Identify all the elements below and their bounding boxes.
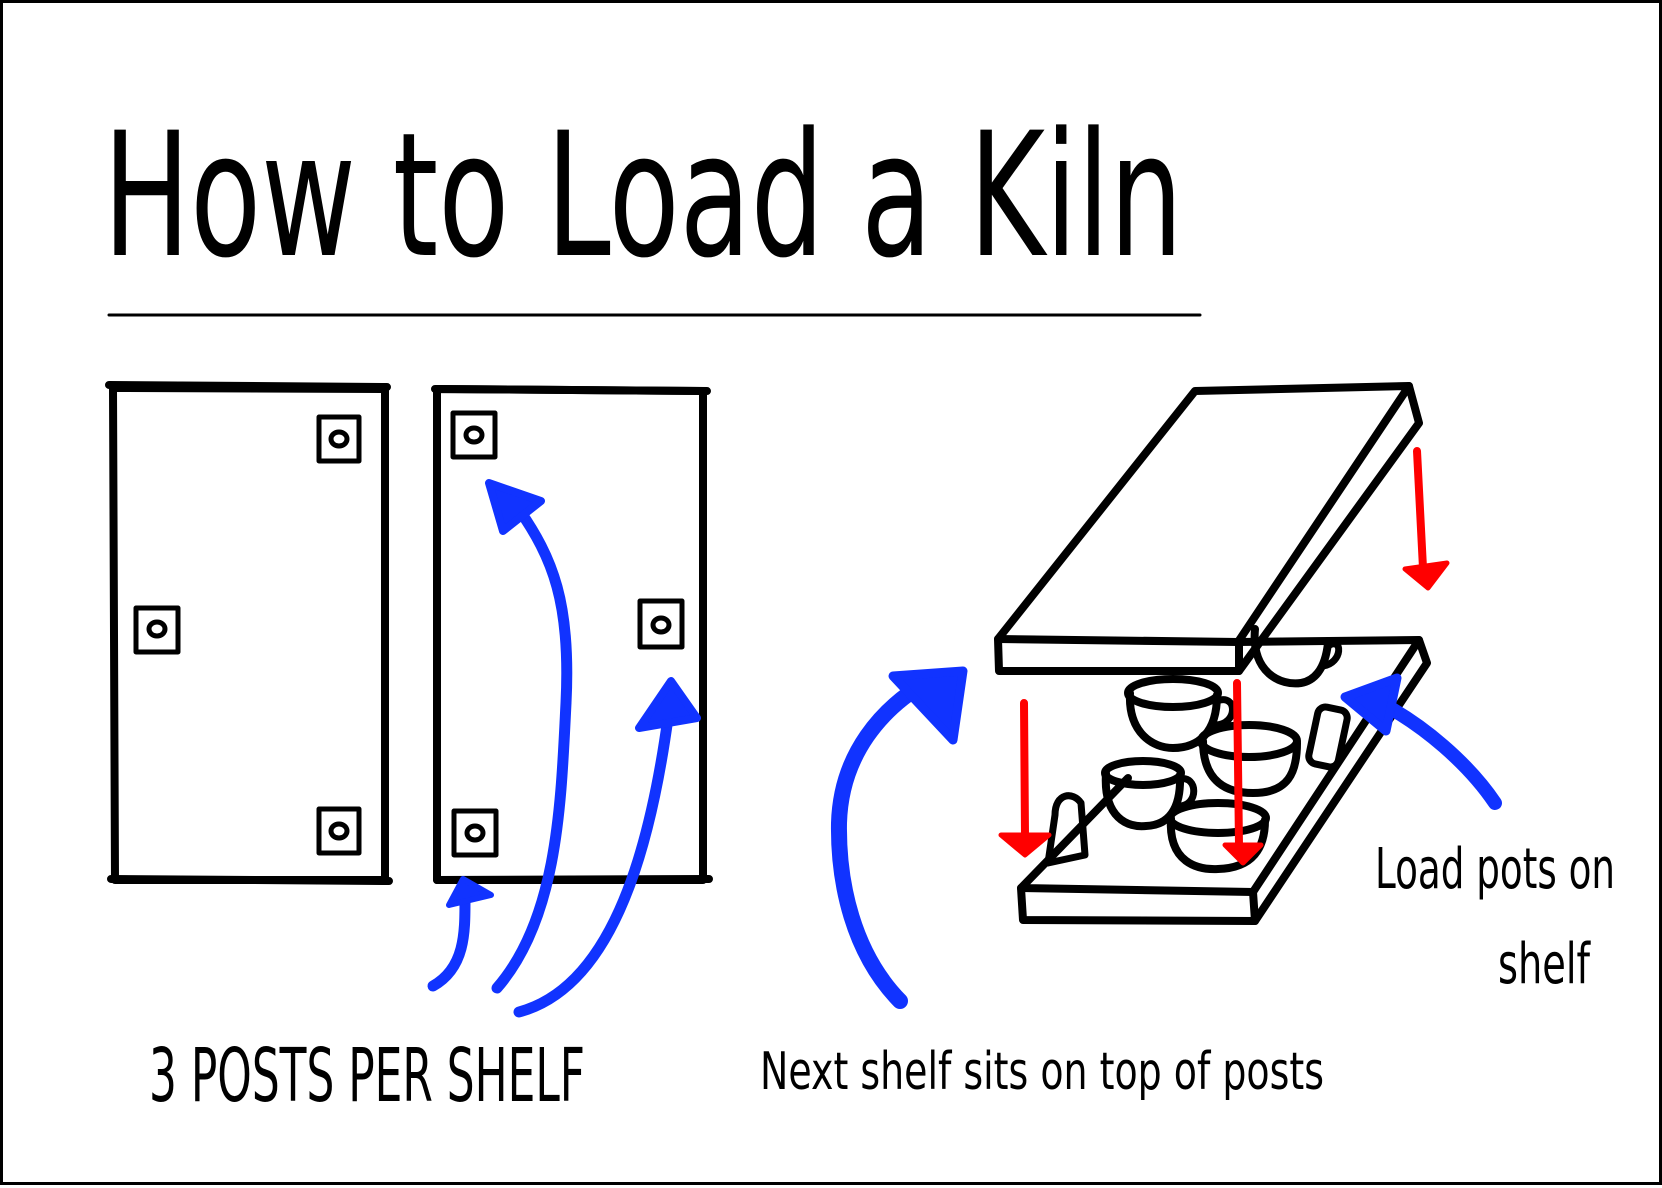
bottom-shelf-isometric — [1017, 636, 1431, 925]
pot-icon — [1124, 675, 1236, 752]
next-shelf-label: Next shelf sits on top of posts — [760, 1042, 1324, 1102]
load-pots-label-line-2: shelf — [1498, 932, 1591, 997]
kiln-post-icon — [1305, 703, 1351, 771]
posts-label: 3 POSTS PER SHELF — [149, 1033, 585, 1119]
blue-arrow — [485, 479, 573, 994]
pot-icon — [1197, 721, 1301, 797]
kiln-post-icon — [450, 410, 498, 460]
blue-arrow — [513, 677, 701, 1018]
kiln-post-icon — [1044, 792, 1089, 867]
blue-arrow — [830, 666, 968, 1009]
kiln-post-icon — [451, 808, 499, 858]
pot-icon — [1166, 799, 1270, 874]
kiln-post-icon — [637, 598, 685, 650]
red-arrow — [998, 699, 1052, 858]
kiln-diagram: .ink { stroke: #000; fill: none; stroke-… — [103, 95, 1615, 1119]
load-pots-label-line-1: Load pots on — [1375, 837, 1615, 902]
page-title: How to Load a Kiln — [103, 95, 1183, 296]
pot-icon — [1250, 625, 1343, 688]
blue-arrow — [427, 876, 494, 992]
top-shelf-isometric — [994, 382, 1423, 675]
kiln-post-icon — [133, 605, 181, 655]
red-arrow — [1222, 679, 1264, 866]
blue-arrow — [1340, 673, 1502, 810]
kiln-post-icon — [316, 806, 362, 856]
shelf-2-top-view — [431, 385, 713, 884]
kiln-post-icon — [316, 414, 362, 464]
shelf-1-top-view — [105, 381, 393, 885]
red-arrow — [1402, 447, 1450, 591]
